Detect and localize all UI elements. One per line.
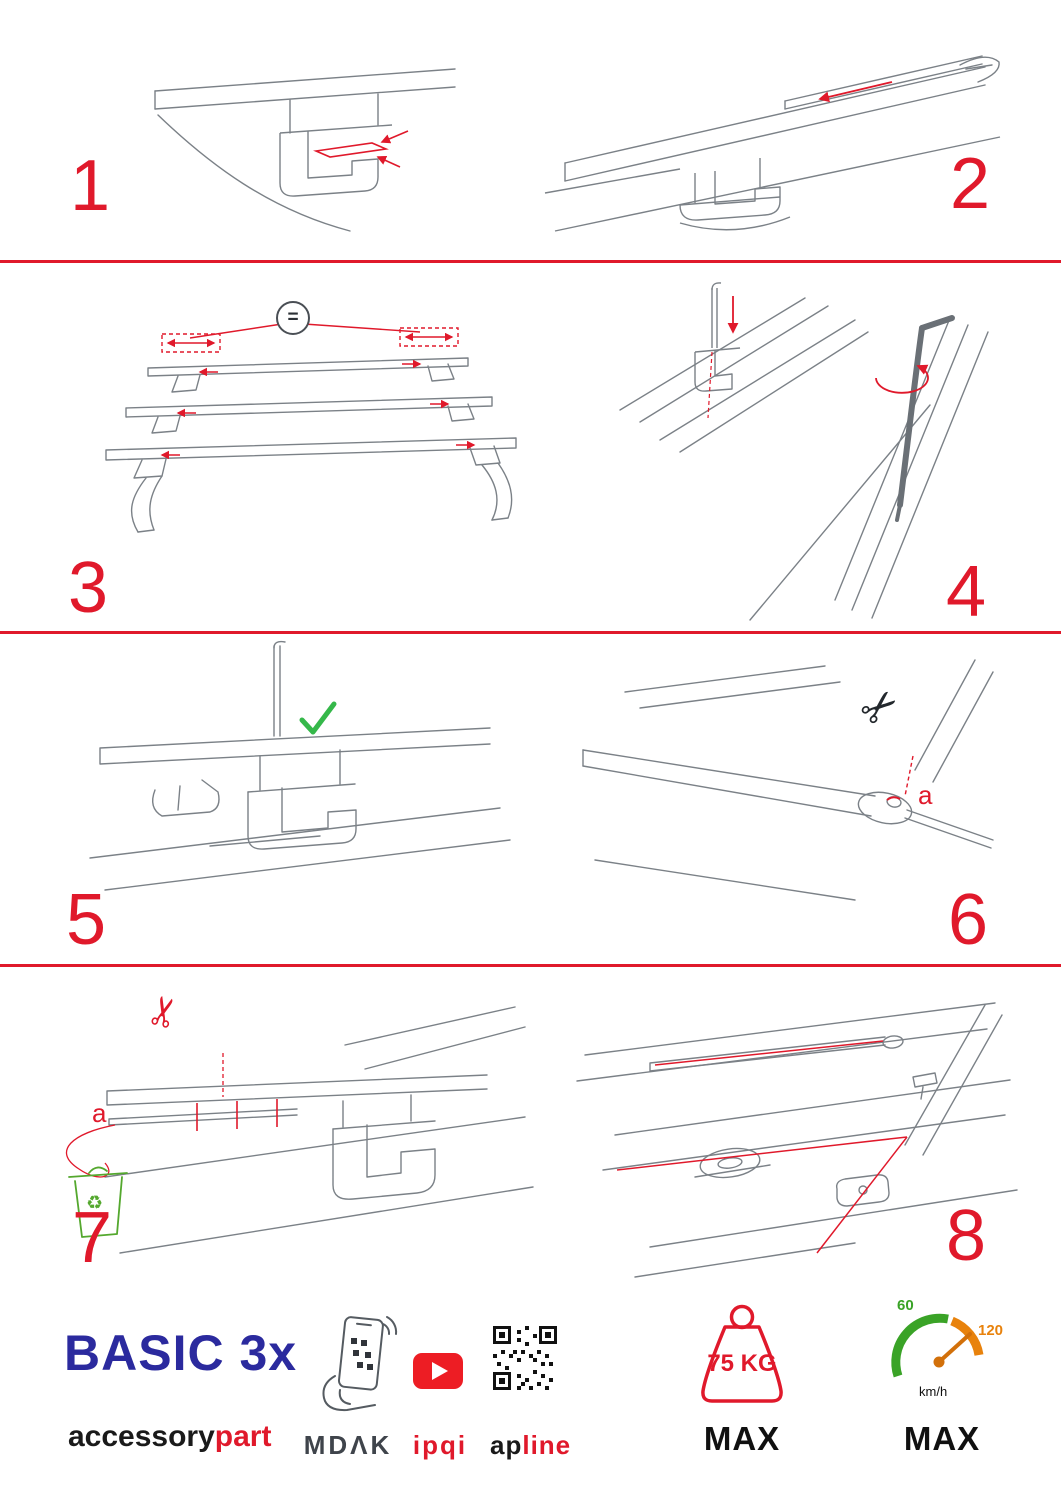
speed-max-label: MAX <box>903 1420 981 1457</box>
weight-limit-graphic <box>701 1304 783 1403</box>
recycle-icon: ♻ <box>86 1193 104 1214</box>
step-5-panel <box>60 640 520 905</box>
step-4-illustration <box>619 282 989 621</box>
step-8-illustration <box>576 1002 1018 1278</box>
trash-icon <box>68 1166 128 1238</box>
step-3-number: 3 <box>68 548 109 628</box>
speed-unit-label: km/h <box>919 1384 948 1399</box>
partner-apline-primary: ap <box>490 1430 523 1460</box>
brand-logo-secondary: part <box>214 1420 272 1453</box>
qr-code-graphic <box>493 1326 557 1390</box>
part-a-label-step7: a <box>92 1098 107 1128</box>
equals-symbol: = <box>287 307 299 328</box>
step-7-panel <box>45 985 535 1280</box>
step-8-number: 8 <box>946 1196 987 1276</box>
weight-max-label: MAX <box>703 1420 781 1457</box>
brand-logo: accessorypart <box>68 1420 271 1454</box>
youtube-icon <box>412 1352 464 1390</box>
allen-key <box>895 315 955 522</box>
strip-trimming <box>104 1006 534 1254</box>
weight-limit-icon <box>680 1302 804 1406</box>
step-3-panel <box>50 280 550 540</box>
step-3-illustration <box>105 323 517 533</box>
step-6-panel <box>555 650 1005 910</box>
step-1-number: 1 <box>70 146 111 226</box>
qr-code <box>493 1326 557 1390</box>
speed-limit-graphic <box>891 1313 984 1378</box>
speed-min-label: 60 <box>897 1297 914 1314</box>
final-assembly <box>576 1002 1018 1278</box>
step-1-illustration <box>154 68 456 232</box>
section-divider-2 <box>0 631 1061 634</box>
roof-rails <box>619 297 989 621</box>
threaded-rod-and-clamp <box>694 282 741 392</box>
tighten-arrows <box>707 296 929 419</box>
speed-max-value-label: 120 <box>978 1322 1004 1339</box>
partner-apline-secondary: line <box>522 1430 572 1460</box>
speed-limit-icon <box>882 1300 994 1400</box>
three-crossbars <box>105 357 517 533</box>
step-5-illustration <box>89 640 511 891</box>
step-6-illustration <box>582 659 994 901</box>
check-icon <box>299 701 337 735</box>
brand-logo-primary: accessory <box>68 1420 215 1453</box>
phone-scan-icon <box>315 1312 399 1414</box>
step-2-number: 2 <box>950 144 991 224</box>
section-divider-3 <box>0 964 1061 967</box>
step-1-panel <box>140 55 470 240</box>
equal-spacing-guides <box>160 323 476 460</box>
youtube-graphic <box>413 1353 463 1389</box>
step-7-number: 7 <box>72 1198 113 1278</box>
part-a-label-step6: a <box>918 780 933 810</box>
step-6-number: 6 <box>948 880 989 960</box>
cut-mark <box>886 755 914 801</box>
phone-scan-graphic <box>322 1316 398 1412</box>
partner-mdak: MDΛK <box>303 1430 393 1460</box>
bar-end-with-strip <box>582 659 994 901</box>
roof-bar-underside <box>154 68 456 232</box>
equal-spacing-badge: = <box>276 301 310 335</box>
partner-ipqi: ipqi <box>412 1430 468 1460</box>
slide-direction-arrow <box>818 81 893 103</box>
rod-seated-check <box>89 640 511 891</box>
weight-limit-value: 75 KG <box>707 1350 777 1377</box>
alignment-guides <box>616 1040 908 1254</box>
clamp-under-bar <box>544 136 1001 232</box>
section-divider-1 <box>0 260 1061 263</box>
rubber-pad-insert <box>313 130 409 168</box>
step-8-panel <box>555 985 1020 1280</box>
crossbar <box>564 55 1000 182</box>
product-name: BASIC 3x <box>64 1325 298 1381</box>
step-2-panel <box>530 25 1010 235</box>
step-2-illustration <box>544 55 1001 232</box>
step-5-number: 5 <box>66 880 107 960</box>
step-4-panel <box>600 280 1020 625</box>
step-4-number: 4 <box>946 552 987 632</box>
step-7-illustration <box>65 1006 534 1254</box>
clamp-bracket <box>279 124 393 197</box>
partner-apline: apline <box>490 1430 571 1461</box>
